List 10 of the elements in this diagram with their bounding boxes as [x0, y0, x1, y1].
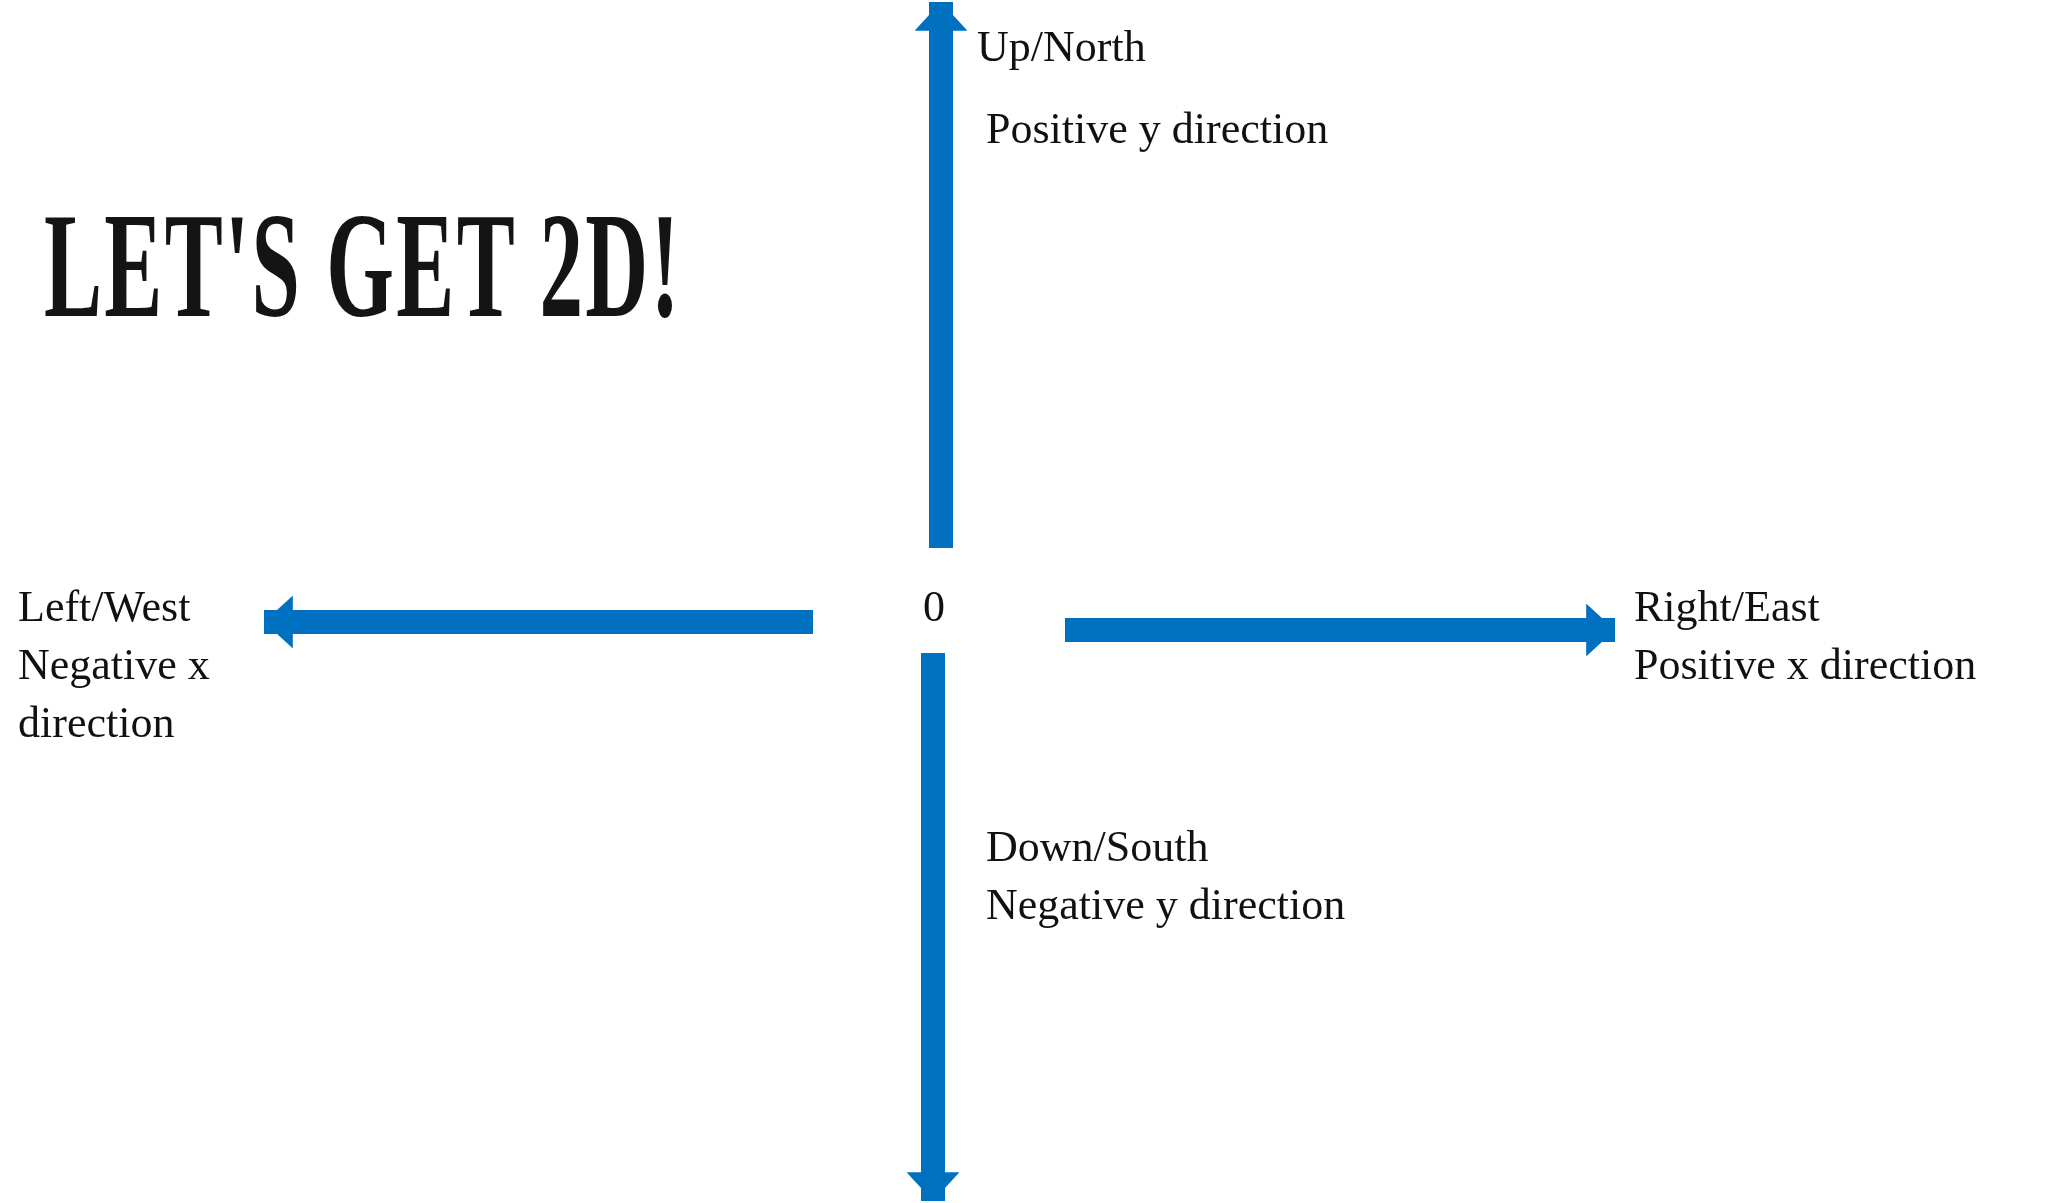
direction-label: Left/West: [18, 581, 191, 633]
direction-label: Up/North: [977, 21, 1146, 73]
direction-label: Down/South: [986, 821, 1209, 873]
direction-label: Negative y direction: [986, 879, 1346, 931]
direction-label: Negative x direction: [18, 639, 211, 749]
direction-label: Positive y direction: [986, 103, 1329, 155]
origin-label: 0: [923, 581, 945, 633]
direction-label: Positive x direction: [1634, 639, 1977, 691]
direction-label: Right/East: [1634, 581, 1820, 633]
title: LET'S GET 2D!: [44, 190, 682, 340]
